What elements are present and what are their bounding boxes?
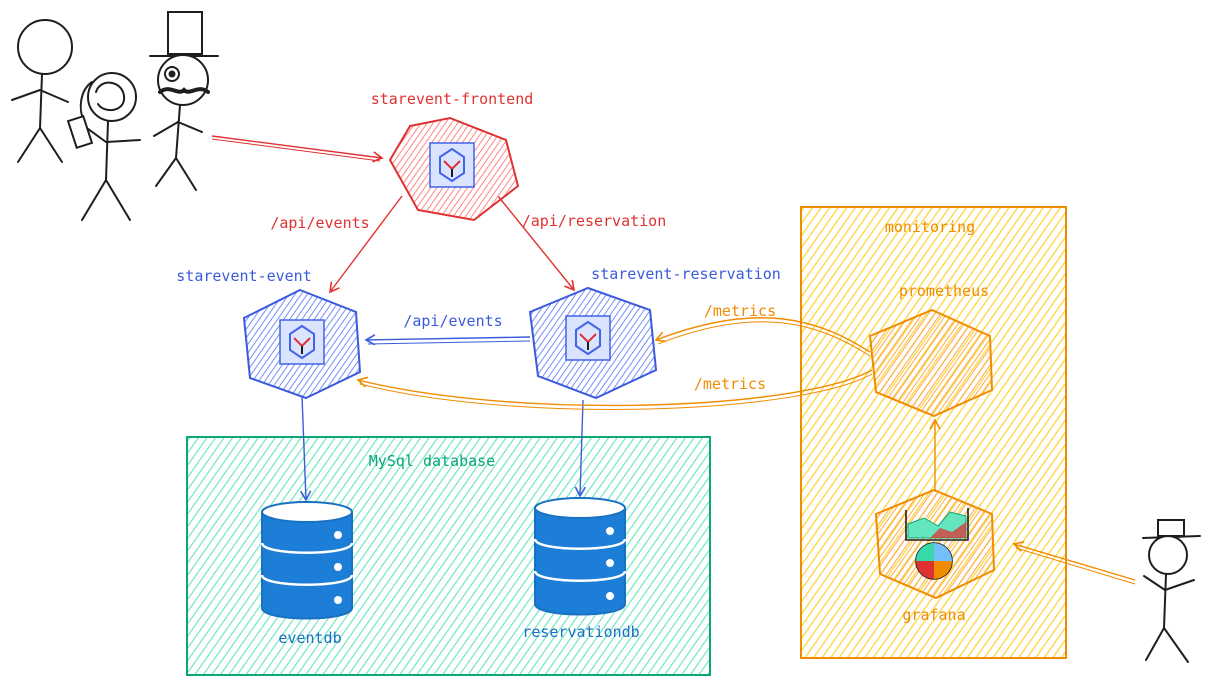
edge-admin-to-grafana — [1012, 540, 1136, 585]
quarkus-logo-icon — [279, 319, 325, 365]
grafana-dashboard-icon — [905, 508, 969, 580]
quarkus-logo-icon — [429, 142, 475, 188]
edge-users-to-frontend — [211, 135, 384, 163]
edge-label-frontend-event: /api/events — [270, 214, 369, 232]
edge-label-prometheus-reservation: /metrics — [704, 302, 776, 320]
edge-frontend-to-reservation: /api/reservation — [497, 195, 667, 292]
database-icon — [533, 497, 627, 616]
prometheus-node: prometheus — [868, 282, 994, 418]
edge-frontend-to-event: /api/events — [270, 195, 403, 294]
eventdb-database: eventdb — [260, 501, 354, 647]
starevent-reservation-node: starevent-reservation — [528, 265, 781, 400]
monitoring-group-label: monitoring — [885, 218, 975, 236]
edge-prometheus-to-event: /metrics — [356, 369, 873, 410]
quarkus-logo-icon — [565, 315, 611, 361]
edge-reservation-to-event: /api/events — [364, 312, 531, 346]
edge-label-reservation-event: /api/events — [403, 312, 502, 330]
mysql-group-label: MySql database — [369, 452, 495, 470]
frontend-label: starevent-frontend — [371, 90, 534, 108]
reservationdb-database: reservationdb — [522, 497, 640, 641]
users-stick-figures-icon — [11, 11, 219, 221]
reservation-label: starevent-reservation — [591, 265, 781, 283]
grafana-node: grafana — [874, 488, 996, 624]
starevent-frontend-node: starevent-frontend — [371, 90, 534, 222]
admin-stick-figure-icon — [1142, 519, 1201, 663]
edge-prometheus-to-reservation: /metrics — [654, 302, 871, 357]
edge-event-to-eventdb — [299, 395, 312, 502]
edge-label-frontend-reservation: /api/reservation — [522, 212, 667, 230]
eventdb-label: eventdb — [278, 629, 341, 647]
edge-reservation-to-reservationdb — [574, 399, 586, 498]
database-icon — [260, 501, 354, 620]
edge-label-prometheus-event: /metrics — [694, 375, 766, 393]
prometheus-label: prometheus — [899, 282, 989, 300]
grafana-label: grafana — [902, 606, 965, 624]
event-label: starevent-event — [176, 267, 311, 285]
starevent-event-node: starevent-event — [176, 267, 362, 400]
reservationdb-label: reservationdb — [522, 623, 639, 641]
